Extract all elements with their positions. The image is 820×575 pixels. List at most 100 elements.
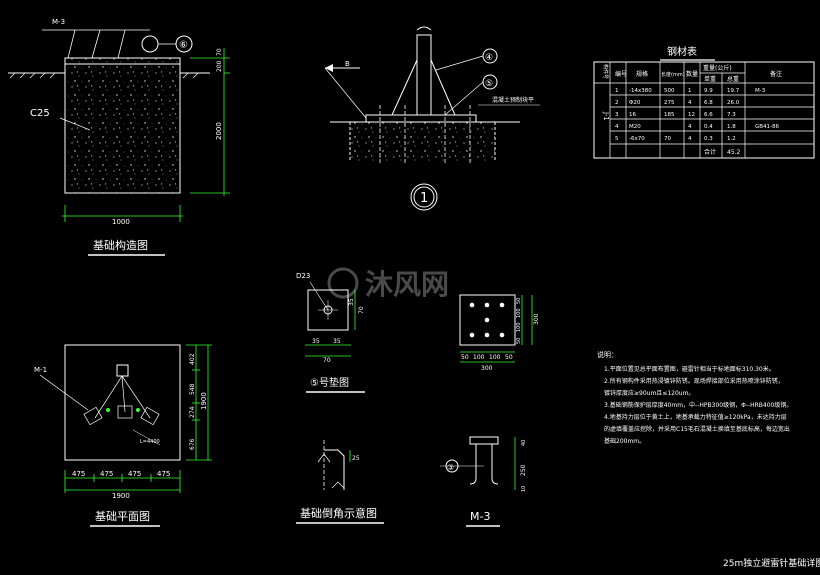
- detail-circle-label: 1: [420, 191, 428, 206]
- plan-dim-r0: 402: [189, 353, 196, 365]
- table-cell: 1: [688, 88, 692, 94]
- table-cell: 4: [688, 100, 692, 106]
- section-dim-top-b: 70: [216, 48, 223, 56]
- m3-label: ③: [447, 463, 454, 472]
- plan-dim-right-total: 1900: [200, 392, 208, 410]
- table-cell: Φ20: [629, 100, 641, 106]
- pad-dim-rs3: 50: [516, 338, 522, 344]
- section-title: 基础构造图: [93, 238, 148, 252]
- chamfer-sketch: 25 基础倒角示意图: [296, 440, 384, 524]
- detail-section-mark: B: [345, 60, 350, 68]
- section-anchor-label: M-3: [52, 18, 65, 26]
- pad-dim-rb3: 50: [505, 354, 513, 361]
- table-cell: 19.7: [727, 88, 740, 94]
- m3-dim-0: 40: [521, 440, 527, 446]
- notes-heading: 说明：: [597, 350, 618, 359]
- table-title: 钢材表: [667, 45, 697, 58]
- table-cell: 4: [615, 124, 619, 130]
- pad-hole-label: D23: [296, 272, 310, 280]
- table-cell: 185: [664, 112, 675, 118]
- detail-callout: ⑥: [179, 40, 188, 51]
- th-weight: 重量(公斤): [703, 64, 732, 72]
- table-cell: -14x380: [629, 88, 652, 94]
- table-cell: 1.8: [727, 124, 736, 130]
- table-cell: M20: [629, 124, 641, 130]
- pad-dim-rb1: 100: [473, 354, 485, 361]
- plan-anchor-label: M-1: [34, 366, 47, 374]
- th-unit: 单重: [704, 75, 716, 83]
- table-cell: 275: [664, 100, 675, 106]
- pad-dim-rb2: 100: [489, 354, 501, 361]
- pad-dim-l-total: 70: [323, 357, 331, 364]
- table-cell: 500: [664, 88, 675, 94]
- table-cell: 16: [629, 112, 636, 118]
- concrete-grade-label: C25: [30, 108, 50, 119]
- pad-dim-rs1: 100: [516, 308, 522, 318]
- table-cell: 5: [615, 136, 619, 142]
- note-line: 的虚填覆盖应挖除，并采用C15毛石混凝土换填至基底标高，每边宽出: [604, 425, 790, 433]
- m3-title: M-3: [470, 510, 490, 523]
- plan-dim-r2: 274: [189, 406, 196, 418]
- detail-leader-4: ④: [485, 53, 493, 63]
- section-dim-height: 2000: [215, 122, 223, 140]
- footer-title: 25m独立避雷针基础详图: [723, 557, 820, 569]
- th-remark: 备注: [770, 70, 782, 78]
- plan-dim-bottom-total: 1900: [112, 492, 130, 500]
- table-cell: 4: [688, 124, 692, 130]
- notes-lines: 1.平面位置见总平面布置图，避雷针相当于标地面标310.30米。 2.所有钢构件采…: [604, 365, 792, 445]
- plan-dim-r3: 676: [189, 438, 196, 450]
- table-cell: 2: [615, 100, 619, 106]
- table-cell: 1.2: [727, 136, 736, 142]
- table-cell: 0.3: [704, 136, 713, 142]
- th-no: 编号: [615, 70, 627, 78]
- table-cell: 4: [688, 136, 692, 142]
- chamfer-title: 基础倒角示意图: [300, 506, 377, 520]
- table-total-label: 合计: [704, 148, 716, 156]
- th-qty: 数量: [686, 70, 698, 78]
- pad-plate: D23 35 35 70 35 70 50 100 100 50 300 50 …: [296, 272, 540, 393]
- detail-1: B ④ ⑤ 混凝土预制块平 1: [324, 26, 540, 211]
- table-cell: -6x70: [629, 136, 645, 142]
- detail-leader-5: ⑤: [485, 79, 493, 89]
- material-table: 钢材表 构件号 编号 规格 长度(mm) 数量 重量(公斤) 单重 总重 备注 …: [593, 45, 815, 159]
- watermark: 沐风网: [327, 267, 449, 301]
- pad-dim-rs2: 100: [516, 322, 522, 332]
- pad-dim-ls1: 70: [358, 306, 365, 314]
- m3-dim-1: 250: [520, 464, 527, 476]
- table-cell: 12: [688, 112, 695, 118]
- table-cell: 70: [664, 136, 671, 142]
- m3-detail: ③ 40 250 10 M-3: [440, 436, 527, 527]
- pad-dim-r-total: 300: [481, 365, 493, 372]
- th-spec: 规格: [636, 70, 648, 78]
- table-cell: 3: [615, 112, 619, 118]
- table-cell: 6.6: [704, 112, 713, 118]
- note-line: 基础200mm。: [604, 437, 645, 445]
- plan-title: 基础平面图: [95, 510, 150, 523]
- table-cell: 1: [615, 88, 619, 94]
- table-cell: GB41-86: [755, 124, 780, 130]
- table-total-value: 45.2: [727, 149, 741, 156]
- pad-dim-ls0: 35: [348, 298, 355, 306]
- plan-inner-note: L=4400: [140, 439, 160, 445]
- th-part: 构件号: [602, 64, 609, 79]
- note-line: 2.所有钢构件采用热浸镀锌防锈。现场焊接部位采用热喷涂锌防锈，: [604, 377, 784, 385]
- foundation-plan: M-1 L=4400 475 475 475 475 1900 402 548 …: [34, 344, 212, 527]
- section-dim-width: 1000: [112, 218, 130, 226]
- chamfer-dim: 25: [352, 455, 360, 462]
- pad-dim-rb0: 50: [461, 354, 469, 361]
- pad-dim-rs-total: 300: [533, 313, 540, 325]
- note-line: 3.基础钢筋保护层厚度40mm，中--HPB300级钢，Φ--HRB400级钢。: [604, 401, 792, 409]
- watermark-text: 沐风网: [365, 268, 449, 301]
- plan-dim-b3: 475: [157, 470, 170, 478]
- table-group-label: J-1: [602, 111, 610, 121]
- detail-note-top: 混凝土预制块平: [492, 96, 534, 104]
- plan-dim-b2: 475: [128, 470, 141, 478]
- plan-dim-b0: 475: [72, 470, 85, 478]
- pad-title: ⑤号垫图: [310, 376, 349, 389]
- note-line: 镀锌厚度应≥90um且≤120um。: [604, 389, 694, 397]
- table-cell: 6.8: [704, 100, 713, 106]
- note-line: 1.平面位置见总平面布置图，避雷针相当于标地面标310.30米。: [604, 365, 775, 373]
- pad-dim-rs0: 50: [516, 298, 522, 304]
